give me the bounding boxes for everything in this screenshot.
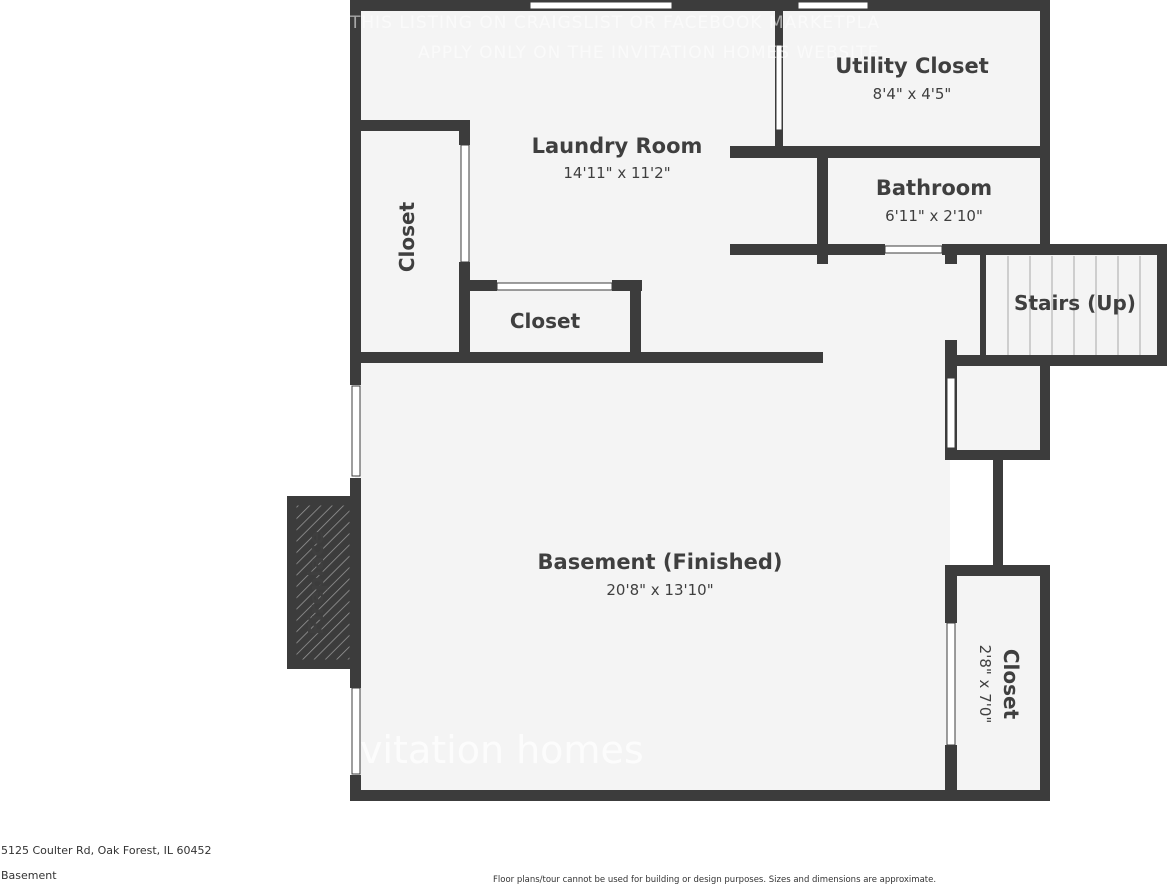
basement-dims: 20'8" x 13'10" xyxy=(606,581,713,599)
floor-level: Basement xyxy=(1,869,57,882)
disclaimer: Floor plans/tour cannot be used for buil… xyxy=(493,875,937,885)
stairs-name: Stairs (Up) xyxy=(1014,291,1136,315)
closet-small-name: Closet xyxy=(510,309,581,333)
fireplace xyxy=(287,496,354,669)
watermark-brand: vitation homes xyxy=(360,728,644,772)
utility-closet-dims: 8'4" x 4'5" xyxy=(873,85,952,103)
stair-treads xyxy=(1007,256,1141,355)
property-address: 5125 Coulter Rd, Oak Forest, IL 60452 xyxy=(1,844,212,857)
closet-left-name: Closet xyxy=(395,201,419,272)
laundry-room-dims: 14'11" x 11'2" xyxy=(563,164,670,182)
closet-right-name: Closet xyxy=(999,649,1023,720)
laundry-room-name: Laundry Room xyxy=(532,134,703,158)
windows xyxy=(351,1,956,775)
floor-areas xyxy=(355,5,1163,794)
utility-closet-name: Utility Closet xyxy=(835,54,989,78)
fireplace-name: Fireplace xyxy=(304,531,328,635)
watermark-line2: APPLY ONLY ON THE INVITATION HOMES WEBSI… xyxy=(418,43,879,63)
basement-name: Basement (Finished) xyxy=(538,550,783,574)
bathroom-dims: 6'11" x 2'10" xyxy=(885,207,983,225)
bathroom-name: Bathroom xyxy=(876,176,992,200)
closet-right-dims: 2'8" x 7'0" xyxy=(976,645,994,724)
watermark-line1: THIS LISTING ON CRAIGSLIST OR FACEBOOK M… xyxy=(349,13,880,33)
